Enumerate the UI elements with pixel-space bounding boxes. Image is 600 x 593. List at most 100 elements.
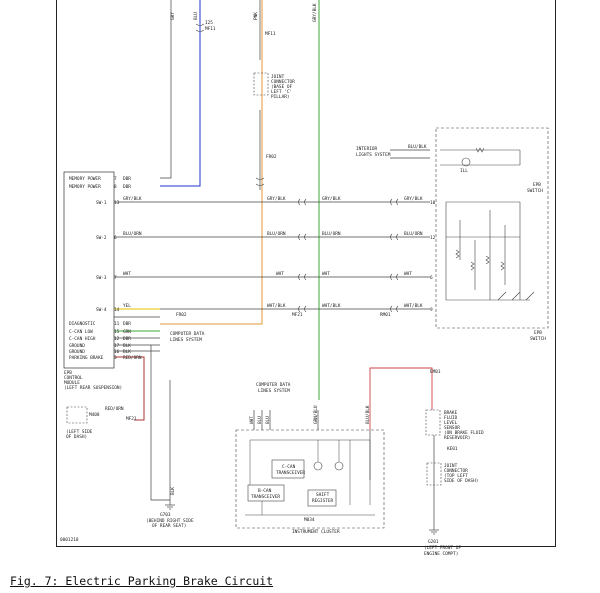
ccan-label-2: TRANSCEIVER [276,470,305,476]
epb-switch-sub: SWITCH [527,188,543,194]
bcan-label-2: TRANSCEIVER [251,494,280,500]
ecu-pin-label-4: SW-2 [96,235,107,241]
interior-label-2: LIGHTS SYSTEM [356,152,391,158]
shift-label: SHIFT [316,492,330,498]
ecu-pin-label-10: GROUND [69,343,85,349]
computer-data-1b: LINES SYSTEM [170,337,202,343]
m408-name: M408 [89,412,100,418]
brake-fluid-3: LEVEL [444,420,458,426]
ecu-pin-label-7: DIAGNOSTIC [69,321,96,327]
m408-loc-1: (LEFT SIDE [66,429,93,435]
ecu-pin-9: 12 [114,336,120,342]
joint-top-l2: CONNECTOR [271,79,295,85]
connector-marks [195,23,399,313]
mid-wire-wht-blk-2: WHT/BLK [322,303,341,309]
joint-top-l3: (BASE OF [271,84,293,90]
epb-switch-sub-b: SWITCH [530,336,546,342]
mid-wire-gry-blk: GRY/BLK [267,196,286,202]
ecu-wire-8: GRN [123,329,131,335]
cluster-name: INSTRUMENT CLUSTER [292,529,340,535]
interior-wire: BLU/BLK [408,144,427,150]
cluster-indicator-1 [313,461,323,471]
ecu-wire-11: BLK [123,349,131,355]
ecu-pin-8: 15 [114,329,120,335]
ecu-pin-10: 17 [114,343,120,349]
connector-mf21b: MF21 [126,416,137,422]
computer-data-1a: COMPUTER DATA [170,331,205,337]
shift-label-2: REGISTER [312,498,334,504]
brake-fluid-4: SENSOR [444,425,460,431]
joint-top-l1: JOINT [271,74,285,80]
connector-rm01: RM01 [380,312,391,318]
ecu-pin-6: 14 [114,307,120,313]
ecu-pin-4: 6 [114,235,117,241]
ccan-label: C-CAN [282,464,296,470]
ecu-pin-label-3: SW-1 [96,200,107,206]
ecu-label-1: EPB [64,370,72,376]
cluster-wire-2: BLU [257,416,263,424]
wire-label-blu: BLU [193,12,199,20]
ecu-pin-5: 7 [114,275,117,281]
epb-switch-box [435,127,549,329]
connector-mf21: MF21 [292,312,303,318]
mid-wire-gry-blk-2: GRY/BLK [322,196,341,202]
switch-pin-1: 10 [430,200,436,206]
ecu-label-3: MODULE [64,380,80,386]
joint-top-l5: PILLAR) [271,94,290,100]
ecu-pin-11: 16 [114,349,120,355]
ecu-pin-label-5: SW-3 [96,275,107,281]
m408-connector [66,406,88,424]
figure-caption: Fig. 7: Electric Parking Brake Circuit [10,574,274,588]
cluster-wire-4: GRN/BLU [313,405,319,424]
mid-wire-wht-2: WHT [322,271,330,277]
ecu-pin-label-2: MEMORY POWER [69,184,101,190]
ecu-wire-3: GRY/BLK [123,196,142,202]
ecu-pin-12: 3 [114,355,117,361]
joint-connector-bottom [426,462,442,486]
diagram-frame [56,0,556,547]
computer-data-2b: LINES SYSTEM [258,388,290,394]
brake-fluid-6: RESERVOIR) [444,435,470,441]
ecu-pin-label-1: MEMORY POWER [69,176,101,182]
connector-i25: I25 [205,20,213,26]
ecu-wire-2: DBR [123,184,131,190]
connector-mf11b: MF11 [265,31,276,37]
computer-data-2a: COMPUTER DATA [256,382,291,388]
ecu-wire-5: WHT [123,271,131,277]
ground-e-loc-1: (LEFT FRONT OF [424,545,461,551]
ecu-wire-10: BLK [123,343,131,349]
joint-connector-top [253,72,269,96]
brake-fluid-1: BRAKE [444,410,458,416]
cluster-sub: M034 [304,517,315,523]
ground-g-wire: BLK [170,487,176,495]
ground-e-name: G201 [428,539,439,545]
figure-code: 0001218 [60,537,79,543]
switch-pin-2: 12 [430,235,436,241]
joint-bot-4: SIDE OF DASH) [444,478,478,484]
joint-bot-2: CONNECTOR [444,468,468,474]
ecu-wire-6: YEL [123,303,131,309]
connector-fr02: FR02 [266,154,277,160]
ecu-pin-label-8: C-CAN LOW [69,329,93,335]
ecu-pin-label-6: SW-4 [96,307,107,313]
brake-fluid-2: FLUID [444,415,458,421]
wire-label-pnk: PNK [253,12,259,20]
m408-loc-2: OF DASH) [66,434,87,440]
b-can-transceiver [247,484,285,502]
connector-em01: EM01 [430,369,441,375]
bcan-label: B-CAN [258,488,272,494]
ecu-wire-7: DBR [123,321,131,327]
mid-wire-wht-blk-3: WHT/BLK [404,303,423,309]
joint-bot-3: (TOP LEFT [444,473,468,479]
ecu-wire-9: DBR [123,336,131,342]
mid-wire-blu-orn: BLU/ORN [267,231,286,237]
ecu-wire-12: RED/ORN [123,355,142,361]
ecu-wire-4: BLU/ORN [123,231,142,237]
cluster-indicator-2 [334,461,344,471]
ecu-label-4: (LEFT REAR SUSPENSION) [64,385,122,391]
mid-wire-wht-3: WHT [404,271,412,277]
joint-bot-1: JOINT [444,463,458,469]
interior-label-1: INTERIOR [356,146,378,152]
ecu-wire-1: DBR [123,176,131,182]
